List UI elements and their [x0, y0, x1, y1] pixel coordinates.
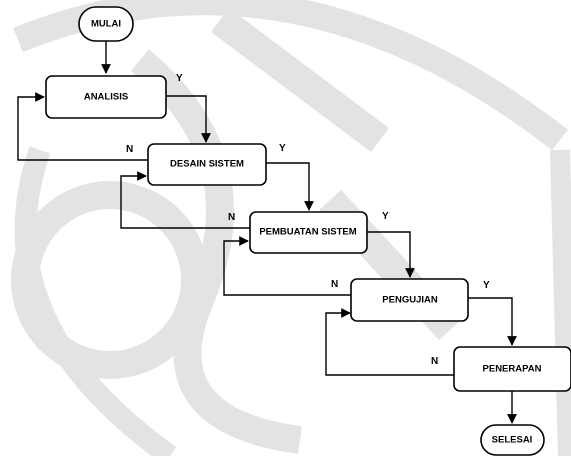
- process-box: [350, 278, 469, 322]
- node-analisis-label: ANALISIS: [84, 92, 128, 103]
- no-label-pembuatan: N: [228, 212, 235, 223]
- node-mulai-label: MULAI: [91, 19, 121, 30]
- edge-pembuatan-desain: [120, 171, 250, 229]
- edge-desain-analisis: [17, 92, 148, 161]
- process-box: [45, 75, 167, 119]
- edge-desain-pembuatan: [266, 162, 314, 211]
- no-label-pengujian: N: [331, 279, 338, 290]
- node-penerapan: PENERAPAN: [453, 346, 571, 392]
- edge-analisis-desain: [166, 95, 211, 143]
- process-box: [147, 143, 267, 186]
- node-selesai-label: SELESAI: [492, 435, 533, 446]
- node-penerapan-label: PENERAPAN: [483, 364, 542, 375]
- node-pengujian: PENGUJIAN: [350, 278, 469, 322]
- yes-label-pengujian: Y: [483, 280, 490, 291]
- no-label-desain: N: [126, 144, 133, 155]
- yes-label-pembuatan: Y: [382, 211, 389, 222]
- node-analisis: ANALISIS: [45, 75, 167, 119]
- node-desain-sistem: DESAIN SISTEM: [147, 143, 267, 186]
- node-pembuatan-label: PEMBUATAN SISTEM: [259, 227, 356, 238]
- node-desain-label: DESAIN SISTEM: [170, 159, 244, 170]
- edge-labels: Y N Y N Y N Y N: [126, 73, 490, 367]
- edge-pengujian-penerapan: [468, 297, 517, 346]
- node-pengujian-label: PENGUJIAN: [382, 295, 438, 306]
- edge-pembuatan-pengujian: [367, 231, 415, 278]
- process-box: [249, 211, 368, 254]
- node-mulai: MULAI: [78, 6, 134, 42]
- edge-pengujian-pembuatan: [223, 236, 351, 296]
- flowchart-edges: [17, 41, 517, 424]
- terminator-start: [78, 6, 134, 42]
- no-label-penerapan: N: [431, 356, 438, 367]
- yes-label-analisis: Y: [176, 73, 183, 84]
- node-selesai: SELESAI: [480, 424, 545, 456]
- node-pembuatan-sistem: PEMBUATAN SISTEM: [249, 211, 368, 254]
- terminator-end: [480, 424, 545, 456]
- edge-penerapan-pengujian: [325, 308, 454, 376]
- yes-label-desain: Y: [279, 143, 286, 154]
- process-box: [453, 346, 571, 392]
